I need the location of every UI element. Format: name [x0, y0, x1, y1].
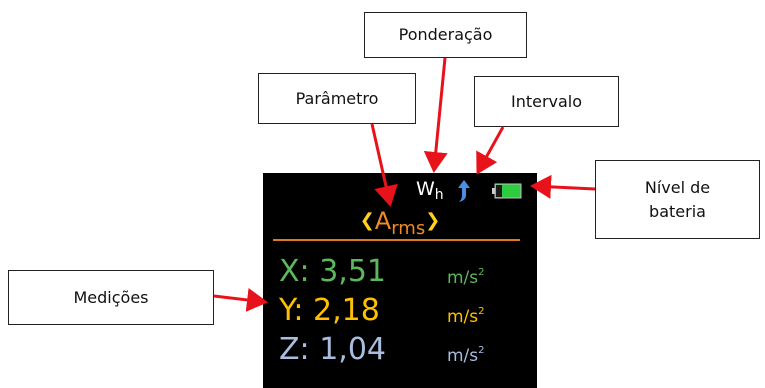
measurement-x-unit: m/s2	[447, 258, 485, 293]
measurement-x: X: 3,51 m/s2	[279, 252, 529, 292]
arrow-ponderacao	[423, 57, 448, 173]
parameter-main: A	[374, 207, 392, 235]
arrow-medicoes	[213, 287, 268, 312]
measurement-z-unit-base: m/s	[447, 346, 479, 366]
measurement-y-value: Y: 2,18	[279, 293, 380, 328]
nivel-bateria-label: Nível de bateria	[595, 160, 760, 239]
nivel-bateria-text-line1: Nível de	[644, 178, 711, 198]
arrow-intervalo	[476, 126, 505, 175]
nivel-bateria-text-line2: bateria	[649, 201, 706, 221]
measurement-y-unit: m/s2	[447, 297, 485, 332]
intervalo-text: Intervalo	[510, 91, 583, 111]
weighting-main: W	[416, 178, 435, 200]
up-arrow-icon	[458, 180, 470, 202]
arrow-bateria	[530, 174, 596, 199]
device-screen: Wh ❮Arms❯ X: 3,51 m/s2 Y: 2,18 m/s2 Z: 1…	[263, 173, 537, 388]
arrow-parametro	[370, 123, 398, 207]
measurement-x-unit-base: m/s	[447, 268, 479, 288]
chevron-left-icon: ❮	[359, 210, 375, 231]
parameter-name: Arms	[374, 207, 425, 239]
parametro-label: Parâmetro	[258, 73, 416, 124]
intervalo-label: Intervalo	[474, 76, 619, 127]
measurement-z-unit: m/s2	[447, 336, 485, 371]
ponderacao-label: Ponderação	[364, 12, 527, 58]
divider	[273, 239, 520, 241]
parameter-selector: ❮Arms❯	[263, 207, 537, 239]
measurement-y-unit-exp: 2	[478, 306, 485, 317]
parametro-text: Parâmetro	[295, 88, 379, 108]
ponderacao-text: Ponderação	[398, 25, 493, 45]
battery-icon	[492, 183, 522, 199]
weighting-indicator: Wh	[416, 178, 444, 203]
measurement-z-value: Z: 1,04	[279, 332, 386, 367]
measurement-y: Y: 2,18 m/s2	[279, 291, 529, 331]
measurement-z: Z: 1,04 m/s2	[279, 330, 529, 370]
chevron-right-icon: ❯	[425, 210, 441, 231]
measurement-y-unit-base: m/s	[447, 307, 479, 327]
medicoes-text: Medições	[73, 287, 149, 307]
measurement-z-unit-exp: 2	[478, 345, 485, 356]
parameter-sub: rms	[391, 218, 426, 239]
medicoes-label: Medições	[8, 270, 214, 325]
weighting-sub: h	[434, 187, 444, 203]
measurement-x-value: X: 3,51	[279, 254, 386, 289]
measurement-x-unit-exp: 2	[478, 267, 485, 278]
